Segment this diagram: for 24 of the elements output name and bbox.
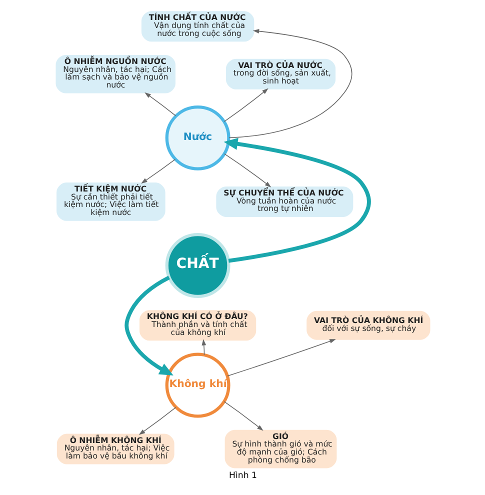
arrow (140, 158, 176, 184)
arrow (201, 339, 206, 356)
arrow (223, 401, 263, 431)
node-circle: Không khí (164, 352, 230, 418)
node-box: VAI TRÒ CỦA KHÔNG KHÍ đối với sự sống, sự cháy (306, 310, 430, 340)
node-box: VAI TRÒ CỦA NƯỚC trong đời sống, sản xuất, sinh hoạt (225, 58, 336, 90)
node-box: KHÔNG KHÍ CÓ Ở ĐÂU? Thành phần và tính chất của không khí (138, 310, 256, 341)
node-circle: Nước (164, 105, 230, 170)
node-box: TIẾT KIỆM NƯỚC Sự cần thiết phải tiết kiệm nước; Việc làm tiết kiệm nước (56, 182, 165, 221)
node-circle: CHẤT (164, 233, 230, 298)
node-box: SỰ CHUYỂN THỂ CỦA NƯỚC Vòng tuần hoàn của nước trong tự nhiên (216, 186, 353, 217)
arrow (223, 138, 370, 263)
node-box: GIÓ Sự hình thành gió và mức độ mạnh của gió; Cách phòng chống bão (224, 430, 336, 468)
arrow (226, 339, 336, 376)
node-box: Ô NHIỄM NGUỒN NƯỚC Nguyên nhân, tác hại; Cách làm sạch và bảo vệ nguồn nước (55, 54, 175, 94)
arrow (138, 406, 176, 435)
arrow (228, 29, 352, 138)
node-box: TÍNH CHẤT CỦA NƯỚC Vận dụng tính chất của nước trong cuộc sống (140, 11, 254, 42)
caption: Hình 1 (228, 470, 256, 481)
arrow (223, 88, 268, 122)
node-box: Ô NHIỄM KHÔNG KHÍ Nguyên nhân, tác hại; Việc làm bảo vệ bầu không khí (56, 434, 174, 464)
arrow (224, 153, 271, 188)
arrow (124, 276, 173, 376)
arrow (144, 92, 176, 116)
